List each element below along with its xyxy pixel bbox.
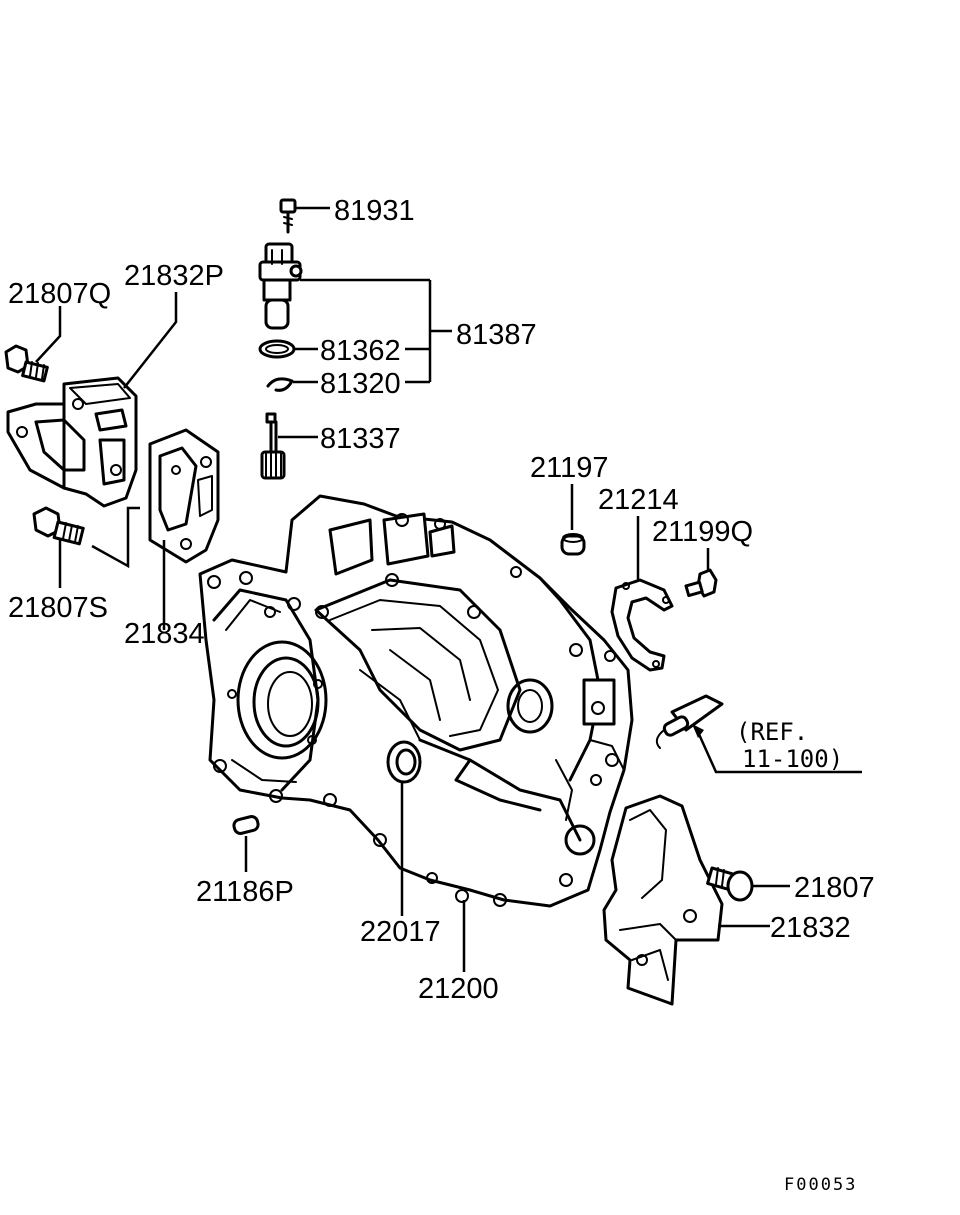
bolt-21807Q bbox=[4, 344, 49, 383]
bolt-21199Q bbox=[684, 568, 718, 598]
label-21807S: 21807S bbox=[8, 592, 108, 624]
leader-ref bbox=[696, 731, 862, 774]
label-22017: 22017 bbox=[360, 916, 441, 948]
gasket-21214 bbox=[610, 578, 674, 672]
label-ref-line1: (REF. bbox=[736, 718, 808, 746]
leader-21807Q bbox=[35, 306, 62, 363]
driven-gear-81337 bbox=[260, 412, 286, 480]
bolt-81931 bbox=[279, 198, 297, 234]
clip-81320 bbox=[266, 377, 294, 392]
leader-21807S-bracket bbox=[91, 506, 140, 569]
label-21834: 21834 bbox=[124, 618, 205, 650]
harness-connector bbox=[655, 694, 724, 749]
dowel-pin-21186P bbox=[232, 815, 260, 835]
cover-21832 bbox=[602, 794, 724, 1006]
label-81320: 81320 bbox=[320, 368, 401, 400]
o-ring-81362 bbox=[258, 339, 296, 359]
label-81387: 81387 bbox=[456, 319, 537, 351]
label-81337: 81337 bbox=[320, 423, 401, 455]
label-21807: 21807 bbox=[794, 872, 875, 904]
transmission-case-21200 bbox=[198, 494, 634, 908]
plate-21834 bbox=[148, 428, 220, 564]
label-21807Q: 21807Q bbox=[8, 278, 111, 310]
bolt-21807 bbox=[706, 866, 754, 902]
label-21832P: 21832P bbox=[124, 260, 224, 292]
label-21197: 21197 bbox=[530, 452, 609, 484]
label-ref-line2: 11-100) bbox=[742, 745, 843, 773]
label-21832: 21832 bbox=[770, 912, 851, 944]
bolt-21807S bbox=[32, 506, 85, 546]
dowel-21197 bbox=[560, 533, 586, 556]
ref-arrow-icon bbox=[692, 724, 704, 738]
label-21200: 21200 bbox=[418, 973, 499, 1005]
label-81362: 81362 bbox=[320, 335, 401, 367]
figure-code: F00053 bbox=[784, 1175, 857, 1195]
bracket-21832P bbox=[6, 376, 138, 508]
leader-81387-bracket bbox=[300, 278, 452, 384]
speed-sensor-81387 bbox=[258, 242, 303, 330]
label-21186P: 21186P bbox=[196, 876, 294, 908]
oil-seal-22017 bbox=[386, 740, 422, 784]
label-21199Q: 21199Q bbox=[652, 516, 753, 548]
leader-21832P bbox=[123, 292, 178, 389]
label-21214: 21214 bbox=[598, 484, 679, 516]
label-81931: 81931 bbox=[334, 195, 415, 227]
